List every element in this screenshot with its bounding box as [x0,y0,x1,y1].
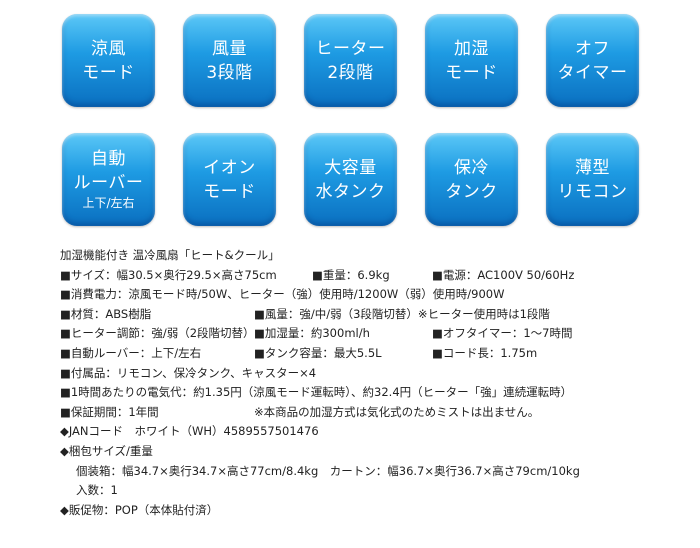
badge-line: 大容量 [324,157,377,178]
badge-cool-mode: 涼風 モード [62,14,155,107]
badge-ice-tank: 保冷 タンク [425,133,518,226]
spec-consumption: ■消費電力：涼風モード時/50W、ヒーター（強）使用時/1200W（弱）使用時/… [60,287,505,302]
badge-line: 涼風 [91,38,126,59]
feature-badge-grid: 涼風 モード 風量 3段階 ヒーター 2段階 加湿 モード オフ タイマー 自動… [62,14,639,226]
spec-pack-qty: 入数：1 [76,483,118,498]
spec-pack-box: 個装箱：幅34.7×奥行34.7×高さ77cm/8.4kg カートン：幅36.7… [76,463,580,478]
badge-line: 3段階 [206,62,253,83]
spec-note: ※本商品の加湿方式は気化式のためミストは出ません。 [254,404,540,419]
badge-line: 風量 [212,38,247,59]
badge-line: 自動 [91,149,126,169]
spec-weight: ■重量：6.9kg [312,267,390,282]
spec-timer: ■オフタイマー：1～7時間 [432,326,573,341]
badge-line: タンク [445,181,498,202]
badge-line: タイマー [557,62,628,83]
spec-pack-title: ◆梱包サイズ/重量 [60,443,153,458]
spec-material: ■材質：ABS樹脂 [60,306,152,321]
badge-line: イオン [203,157,256,178]
badge-off-timer: オフ タイマー [546,14,639,107]
badge-line: モード [82,62,135,83]
badge-large-water-tank: 大容量 水タンク [304,133,397,226]
badge-line: 薄型 [575,157,610,178]
badge-ion-mode: イオン モード [183,133,276,226]
badge-humidify-mode: 加湿 モード [425,14,518,107]
badge-line: ヒーター [315,38,386,59]
spec-louver: ■自動ルーバー：上下/左右 [60,345,202,360]
badge-line: ルーバー [73,173,144,193]
badge-line: 加湿 [454,38,489,59]
spec-size: ■サイズ：幅30.5×奥行29.5×高さ75cm [60,267,277,282]
badge-auto-louver: 自動 ルーバー 上下/左右 [62,133,155,226]
product-title: 加湿機能付き 温冷風扇「ヒート&クール」 [60,248,280,262]
badge-line: 上下/左右 [82,196,135,210]
spec-tank: ■タンク容量：最大5.5L [254,345,382,360]
badge-line: 2段階 [327,62,374,83]
spec-promo: ◆販促物：POP（本体貼付済） [60,502,219,517]
badge-line: 水タンク [315,181,386,202]
badge-line: モード [445,62,498,83]
spec-heater: ■ヒーター調節：強/弱（2段階切替） [60,326,255,341]
spec-humidify: ■加湿量：約300ml/h [254,326,370,341]
spec-accessories: ■付属品：リモコン、保冷タンク、キャスター×4 [60,365,317,380]
spec-electricity: ■1時間あたりの電気代：約1.35円（涼風モード運転時）、約32.4円（ヒーター… [60,385,573,400]
spec-jan: ◆JANコード ホワイト（WH）4589557501476 [60,424,319,439]
spec-cord: ■コード長：1.75m [432,345,538,360]
badge-line: オフ [575,38,610,59]
spec-sheet: 加湿機能付き 温冷風扇「ヒート&クール」 ■サイズ：幅30.5×奥行29.5×高… [60,246,680,520]
badge-line: リモコン [557,181,628,202]
spec-power: ■電源：AC100V 50/60Hz [432,267,575,282]
badge-line: 保冷 [454,157,489,178]
badge-airflow-3-levels: 風量 3段階 [183,14,276,107]
badge-heater-2-levels: ヒーター 2段階 [304,14,397,107]
spec-warranty: ■保証期間：1年間 [60,404,159,419]
badge-line: モード [203,181,256,202]
badge-thin-remote: 薄型 リモコン [546,133,639,226]
spec-airflow: ■風量：強/中/弱（3段階切替）※ヒーター使用時は1段階 [254,306,550,321]
